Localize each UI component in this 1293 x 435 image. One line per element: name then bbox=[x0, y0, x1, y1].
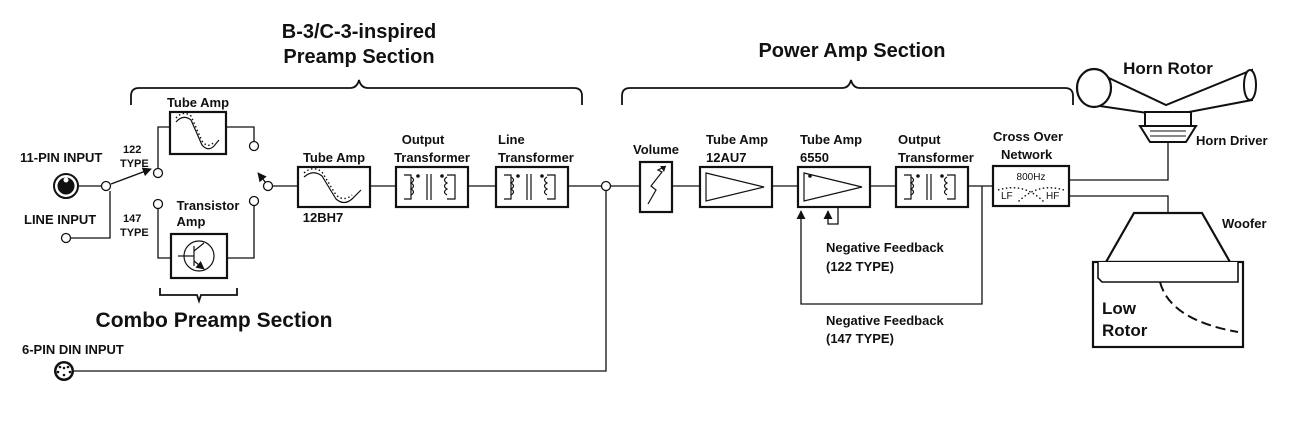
mix-junction-node bbox=[600, 180, 612, 192]
low-rotor-label-line1: Low bbox=[1102, 299, 1137, 318]
crossover-lf: LF bbox=[1001, 191, 1013, 202]
crossover-frequency: 800Hz bbox=[1017, 172, 1046, 183]
combo-section-title: Combo Preamp Section bbox=[96, 309, 333, 332]
low-rotor-label-line2: Rotor bbox=[1102, 321, 1148, 340]
tube-12au7-label: Tube Amp bbox=[706, 132, 768, 147]
line-transformer-block bbox=[494, 165, 570, 209]
preamp-section-brace bbox=[130, 79, 583, 105]
volume-label: Volume bbox=[633, 142, 679, 157]
power-section-brace bbox=[621, 79, 1074, 105]
transistor-amp-label-line1: Transistor bbox=[177, 198, 240, 213]
negative-feedback-122-line1: Negative Feedback bbox=[826, 240, 945, 255]
type-122-number: 122 bbox=[123, 144, 141, 156]
selector-out-bottom-node bbox=[248, 195, 260, 207]
preamp-section-title-line1: B-3/C-3-inspired bbox=[282, 21, 436, 43]
tube-12bh7-label: Tube Amp bbox=[303, 150, 365, 165]
output-transformer-1-block bbox=[394, 165, 470, 209]
preamp-section-title-line2: Preamp Section bbox=[283, 46, 434, 68]
din-connector-icon bbox=[54, 361, 74, 381]
selector-147-node bbox=[152, 198, 164, 210]
line-input-node bbox=[60, 232, 72, 244]
crossover-network-block bbox=[991, 164, 1071, 208]
horn-rotor-label: Horn Rotor bbox=[1123, 59, 1213, 78]
transistor-amp-block bbox=[169, 232, 229, 280]
crossover-label-line2: Network bbox=[1001, 147, 1053, 162]
output-transformer-2-block bbox=[894, 165, 970, 209]
line-transformer-label-line2: Transformer bbox=[498, 150, 574, 165]
type-122-word: TYPE bbox=[120, 158, 149, 170]
tube-12au7-model: 12AU7 bbox=[706, 150, 746, 165]
output-transformer-2-label-line2: Transformer bbox=[898, 150, 974, 165]
output-transformer-1-label-line2: Transformer bbox=[394, 150, 470, 165]
preamp-tube-amp-label: Tube Amp bbox=[167, 95, 229, 110]
transistor-amp-label-line2: Amp bbox=[177, 214, 206, 229]
crossover-label-line1: Cross Over bbox=[993, 129, 1063, 144]
crossover-hf: HF bbox=[1046, 191, 1059, 202]
eleven-pin-input-label: 11-PIN INPUT bbox=[20, 150, 102, 165]
horn-driver-icon bbox=[1138, 111, 1198, 143]
eleven-pin-jack-icon bbox=[53, 173, 79, 199]
negative-feedback-122-line2: (122 TYPE) bbox=[826, 259, 894, 274]
woofer-label: Woofer bbox=[1222, 216, 1267, 231]
power-section-title: Power Amp Section bbox=[758, 40, 945, 62]
type-147-number: 147 bbox=[123, 213, 141, 225]
tube-6550-block bbox=[796, 165, 872, 209]
volume-block bbox=[638, 160, 674, 214]
input-junction-node bbox=[100, 180, 112, 192]
combo-section-brace bbox=[159, 288, 238, 304]
tube-6550-label: Tube Amp bbox=[800, 132, 862, 147]
tube-12bh7-model: 12BH7 bbox=[303, 210, 343, 225]
type-147-word: TYPE bbox=[120, 227, 149, 239]
selector-122-node bbox=[152, 167, 164, 179]
selector-out-top-node bbox=[248, 140, 260, 152]
selector-out-node bbox=[262, 180, 274, 192]
horn-rotor-icon bbox=[1075, 67, 1257, 118]
preamp-tube-amp-block bbox=[168, 110, 228, 156]
output-transformer-2-label-line1: Output bbox=[898, 132, 941, 147]
din-input-label: 6-PIN DIN INPUT bbox=[22, 342, 124, 357]
line-input-label: LINE INPUT bbox=[24, 212, 96, 227]
tube-12au7-block bbox=[698, 165, 774, 209]
horn-driver-label: Horn Driver bbox=[1196, 133, 1268, 148]
woofer-icon bbox=[1091, 211, 1245, 349]
tube-12bh7-block bbox=[296, 165, 372, 209]
output-transformer-1-label-line1: Output bbox=[402, 132, 445, 147]
tube-6550-model: 6550 bbox=[800, 150, 829, 165]
line-transformer-label-line1: Line bbox=[498, 132, 525, 147]
negative-feedback-147-line1: Negative Feedback bbox=[826, 313, 945, 328]
negative-feedback-147-line2: (147 TYPE) bbox=[826, 331, 894, 346]
